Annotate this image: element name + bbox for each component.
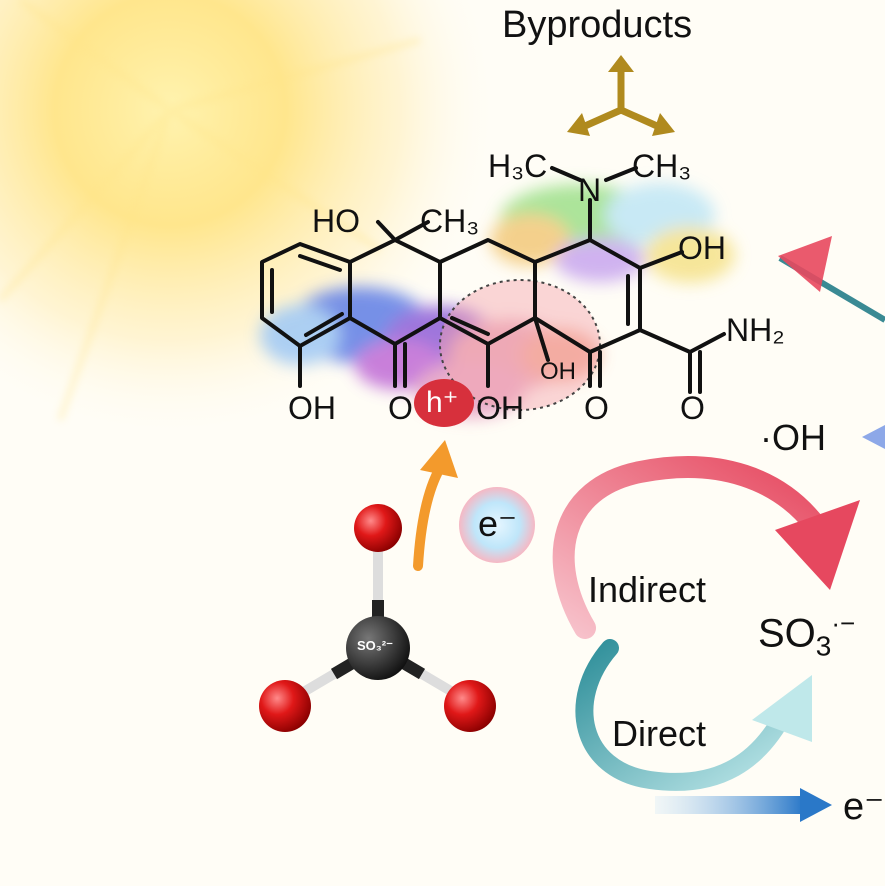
- byproducts-arrow: [567, 55, 675, 136]
- sulfite-radical-sub: 3: [815, 630, 832, 662]
- oxygen-atom-right: [444, 680, 496, 732]
- sulfur-atom: [346, 616, 410, 680]
- sulfite-radical-base: SO: [758, 611, 816, 656]
- electron-release-arrow: [655, 788, 832, 822]
- n-methyl-left: H₃C: [488, 148, 548, 184]
- electron-right-label: e⁻: [843, 786, 885, 828]
- oh-mid-label: OH: [540, 358, 576, 385]
- o-bottom-3-label: O: [584, 390, 609, 426]
- hydroxyl-radical-label: ·OH: [760, 417, 826, 458]
- sulfite-ion-model: [259, 504, 496, 732]
- direct-pathway-arrow: [575, 639, 812, 791]
- hole-bubble: [414, 379, 474, 427]
- nh2-label: NH₂: [726, 312, 785, 348]
- oxygen-atom-left: [259, 680, 311, 732]
- hole-site-halo: [440, 280, 600, 410]
- ch3-top-label: CH₃: [420, 203, 480, 239]
- hole-site-outline: [439, 279, 601, 411]
- n-methyl-right: CH₃: [632, 148, 692, 184]
- indirect-label: Indirect: [588, 569, 707, 610]
- ho-top-label: HO: [312, 203, 360, 239]
- sulfite-ion-label: SO₃²⁻: [357, 638, 393, 653]
- hole-label: h⁺: [426, 386, 459, 419]
- oh-bottom-left-label: OH: [288, 390, 336, 426]
- tetracycline-skeleton: [260, 166, 726, 394]
- indirect-pathway-arrow: [552, 456, 860, 639]
- cycle-arrow-fragment: [778, 236, 885, 323]
- sulfite-radical-charge: ·−: [831, 608, 856, 638]
- o-bottom-4-label: O: [680, 390, 705, 426]
- sulfite-radical-label: SO3·−: [758, 610, 855, 660]
- electron-label: e⁻: [478, 503, 518, 544]
- electron-bubble: [459, 487, 535, 563]
- oh-right-label: OH: [678, 230, 726, 266]
- n-atom: N: [578, 172, 602, 208]
- oh-input-arrow: [862, 425, 885, 449]
- direct-label: Direct: [612, 713, 707, 754]
- oh-bottom-2-label: OH: [476, 390, 524, 426]
- oxygen-atom-top: [354, 504, 402, 552]
- electron-transfer-arrow: [413, 440, 458, 571]
- o-bottom-1-label: O: [388, 390, 413, 426]
- byproducts-label: Byproducts: [502, 4, 693, 46]
